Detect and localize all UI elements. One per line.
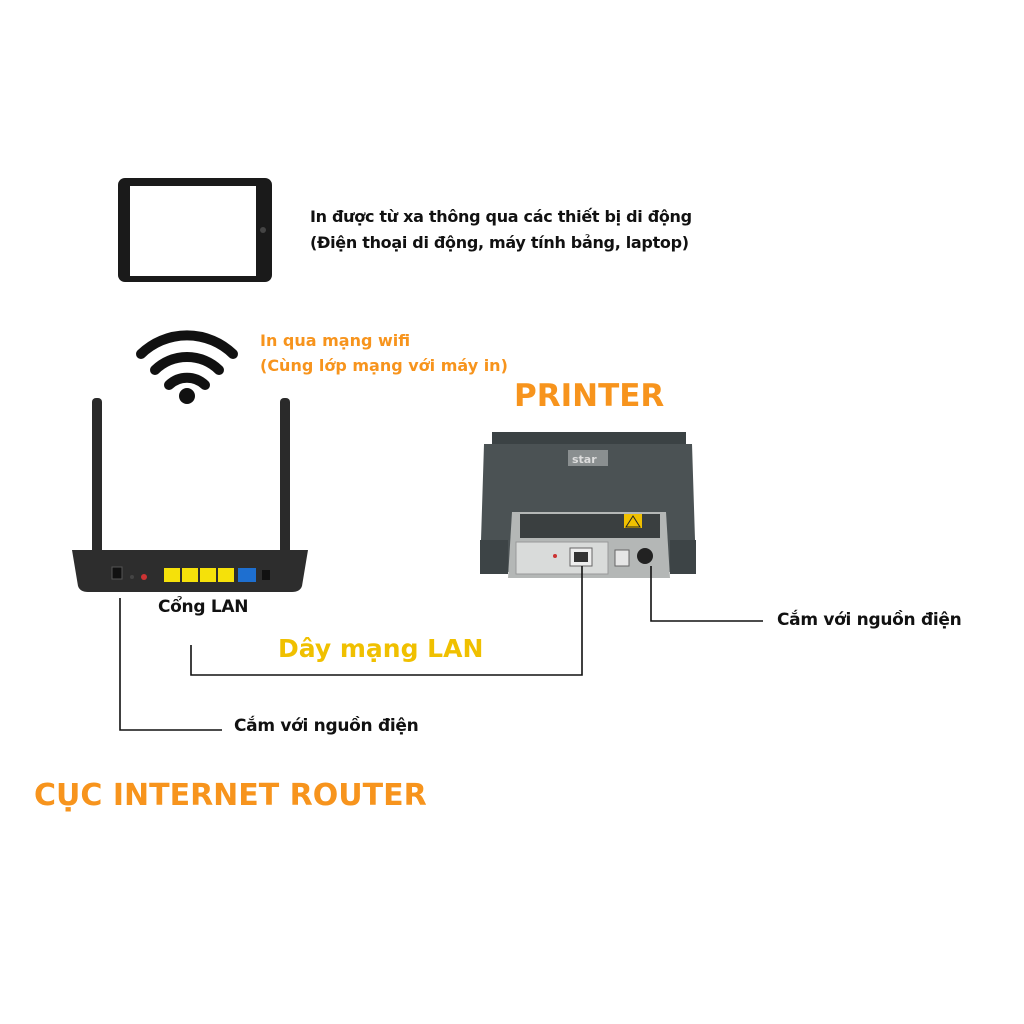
mobile-caption-line2: (Điện thoại di động, máy tính bảng, lapt… [310, 233, 689, 252]
printer-brand-logo: star [572, 453, 597, 466]
router-title: CỤC INTERNET ROUTER [34, 778, 427, 813]
router-icon [72, 398, 308, 592]
connector-lines [119, 566, 763, 731]
mobile-caption-line1: In được từ xa thông qua các thiết bị di … [310, 207, 692, 226]
router-power-line [119, 598, 222, 731]
wifi-caption-line1: In qua mạng wifi [260, 331, 411, 350]
printer-title: PRINTER [514, 378, 665, 414]
wifi-caption-line2: (Cùng lớp mạng với máy in) [260, 356, 508, 375]
tablet-icon [118, 178, 272, 282]
wan-port [238, 568, 256, 582]
printer-icon: star [480, 432, 696, 578]
lan-cable-line [190, 566, 583, 676]
printer-power-label: Cắm với nguồn điện [777, 610, 962, 630]
router-power-label: Cắm với nguồn điện [234, 716, 419, 736]
lan-port-label: Cổng LAN [158, 597, 249, 617]
lan-ports [164, 568, 234, 582]
lan-cable-label: Dây mạng LAN [278, 634, 484, 663]
wifi-icon [136, 330, 238, 404]
printer-power-line [650, 566, 763, 622]
